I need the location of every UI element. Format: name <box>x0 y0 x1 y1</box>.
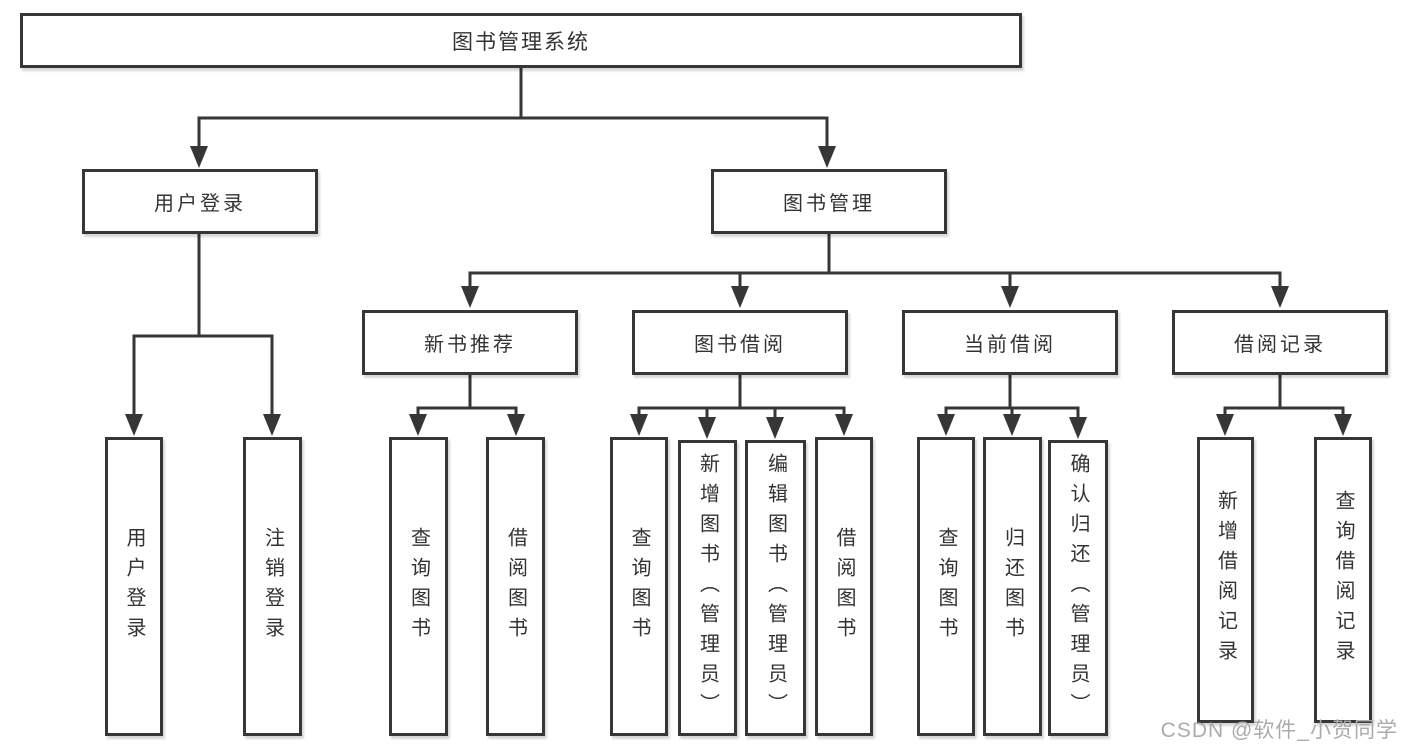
leaf-current-query-books: 查询图书 <box>917 437 975 736</box>
leaf-label: 查询图书 <box>935 526 957 647</box>
leaf-label: 确认归还（管理员） <box>1067 453 1089 723</box>
leaf-borrow-books: 借阅图书 <box>815 437 873 736</box>
leaf-label: 查询图书 <box>407 526 430 647</box>
node-book-borrow: 图书借阅 <box>632 310 848 375</box>
leaf-label: 新增图书（管理员） <box>696 453 719 723</box>
connector-book-mgmt-sections <box>461 234 1289 308</box>
leaf-add-books-admin: 新增图书（管理员） <box>678 440 737 736</box>
leaf-recommend-borrow-books: 借阅图书 <box>486 437 545 736</box>
leaf-edit-books-admin: 编辑图书（管理员） <box>745 440 806 736</box>
connector-recommend-children <box>409 375 525 436</box>
csdn-watermark: CSDN @软件_小贺同学 <box>1160 719 1398 742</box>
node-borrow-records: 借阅记录 <box>1172 310 1388 375</box>
leaf-label: 编辑图书（管理员） <box>764 453 787 723</box>
node-book-mgmt: 图书管理 <box>711 169 947 234</box>
connector-user-login-children <box>125 234 281 436</box>
connector-current-borrow-children <box>937 375 1087 439</box>
leaf-label: 新增借阅记录 <box>1214 490 1237 670</box>
leaf-label: 借阅图书 <box>504 526 527 647</box>
leaf-label: 注销登录 <box>261 526 284 647</box>
leaf-label: 借阅图书 <box>833 526 855 647</box>
leaf-confirm-return-admin: 确认归还（管理员） <box>1048 440 1108 736</box>
leaf-query-borrow-record: 查询借阅记录 <box>1314 437 1372 723</box>
leaf-label: 查询借阅记录 <box>1332 490 1354 670</box>
node-user-login: 用户登录 <box>82 169 318 234</box>
leaf-borrow-query-books: 查询图书 <box>610 437 668 736</box>
connector-borrow-children <box>630 375 853 439</box>
leaf-return-books: 归还图书 <box>983 437 1042 736</box>
leaf-add-borrow-record: 新增借阅记录 <box>1197 437 1254 723</box>
leaf-user-login: 用户登录 <box>105 437 163 736</box>
leaf-label: 用户登录 <box>123 526 145 647</box>
node-current-borrow: 当前借阅 <box>902 310 1118 375</box>
connector-root-to-level2 <box>190 68 836 168</box>
node-new-book-recommend: 新书推荐 <box>362 310 578 375</box>
connector-records-children <box>1216 375 1352 436</box>
leaf-label: 查询图书 <box>628 526 650 647</box>
leaf-logout: 注销登录 <box>243 437 302 736</box>
leaf-recommend-query-books: 查询图书 <box>389 437 448 736</box>
leaf-label: 归还图书 <box>1001 526 1024 647</box>
node-root-system: 图书管理系统 <box>20 13 1022 68</box>
